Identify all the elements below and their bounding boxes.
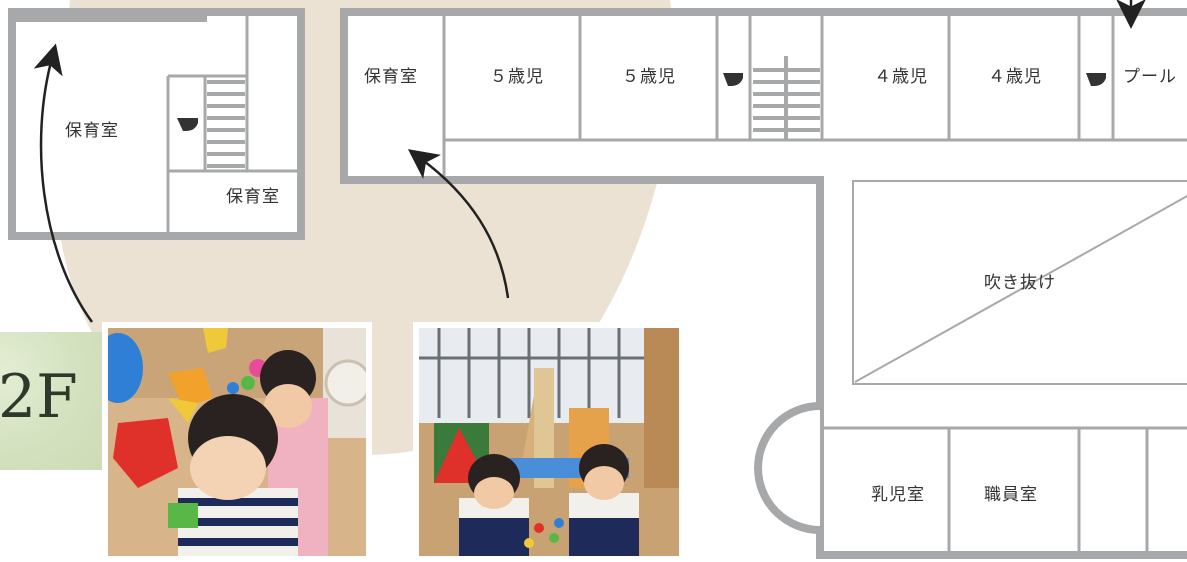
- stairs-icon: [753, 56, 820, 140]
- staff-room-label: 職員室: [984, 485, 1038, 505]
- atrium-area: [852, 180, 1187, 385]
- main-building: 保育室 ５歳児 ５歳児 ４歳児 ４歳児 プール 吹き抜け 乳児室 職員室: [340, 8, 1187, 559]
- age5-room-b-label: ５歳児: [622, 67, 676, 87]
- infant-room-label: 乳児室: [871, 485, 925, 505]
- pool-label: プール: [1123, 67, 1177, 87]
- atrium-label: 吹き抜け: [984, 273, 1056, 293]
- annex-nursery-label-1: 保育室: [65, 121, 119, 141]
- arrow-icon: [407, 149, 510, 299]
- age5-room-a-label: ５歳児: [490, 67, 544, 87]
- floor-label: 2F: [0, 362, 78, 432]
- bay-window: [754, 402, 821, 534]
- main-nursery-label: 保育室: [364, 67, 418, 87]
- age4-room-a-label: ４歳児: [874, 67, 928, 87]
- annex-building: 保育室 保育室: [8, 8, 305, 240]
- age4-room-b-label: ４歳児: [988, 67, 1042, 87]
- arrow-icon: [33, 43, 94, 323]
- climbing-wall-photo: [102, 322, 372, 562]
- toilet-icon: [177, 118, 198, 131]
- stairs-icon: [207, 80, 245, 168]
- annex-nursery-label-2: 保育室: [226, 187, 280, 207]
- block-play-photo: [413, 322, 685, 562]
- toilet-icon: [723, 73, 743, 86]
- floor-badge: 2F: [0, 332, 108, 470]
- toilet-icon: [1086, 73, 1106, 86]
